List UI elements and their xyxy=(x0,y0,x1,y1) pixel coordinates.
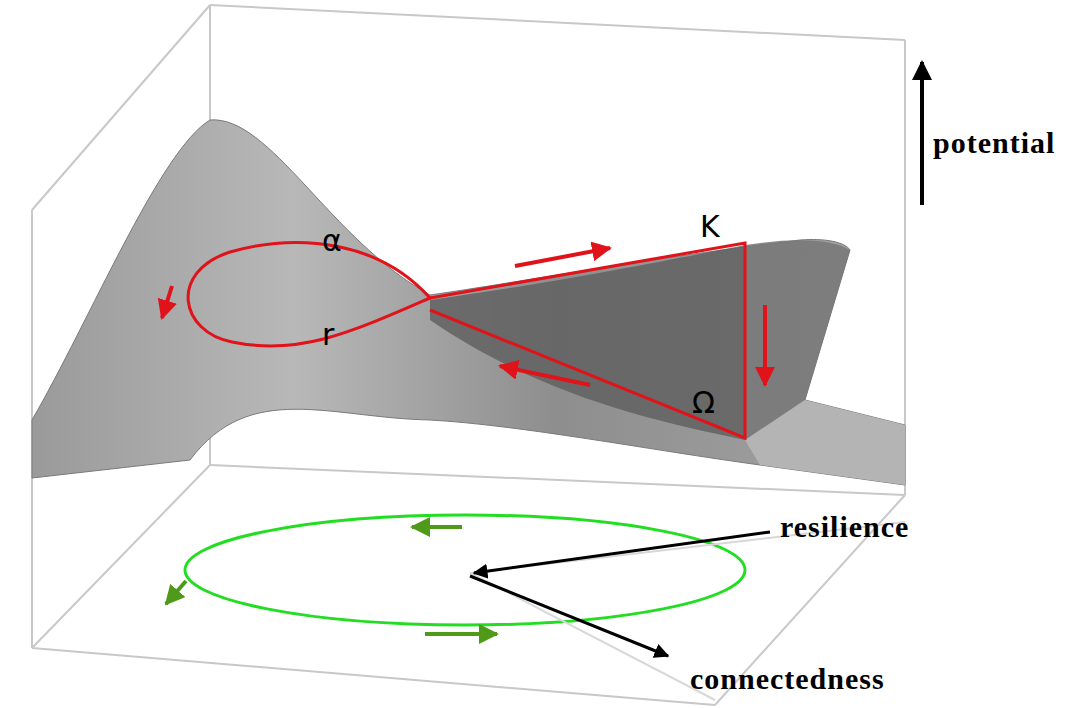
phase-label: K xyxy=(700,212,720,242)
adaptive-cycle-loop xyxy=(188,243,745,438)
cycle-arrows xyxy=(162,248,765,385)
phase-label: α xyxy=(322,226,342,256)
box-frame xyxy=(32,5,905,705)
projection-ellipse xyxy=(166,515,745,634)
axis-label: potential xyxy=(933,128,1055,158)
phase-label: Ω xyxy=(692,388,715,418)
potential-surface xyxy=(32,120,905,485)
axis-label: resilience xyxy=(780,512,909,542)
phase-label: r xyxy=(322,320,334,350)
axes xyxy=(470,62,922,700)
axis-label: connectedness xyxy=(690,664,885,694)
